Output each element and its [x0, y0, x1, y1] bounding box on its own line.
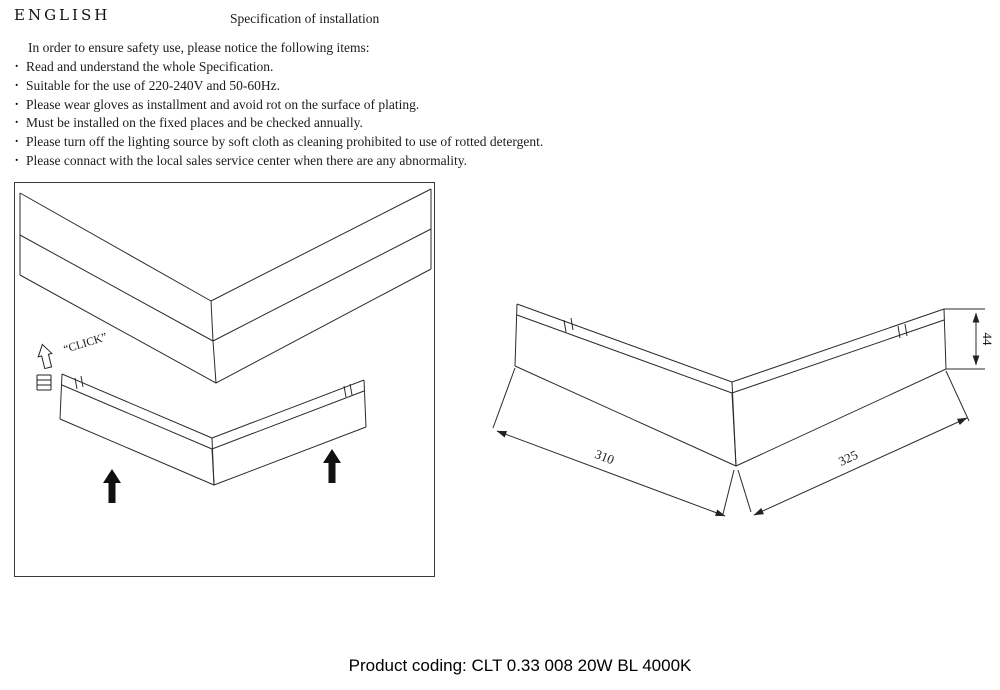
dim-height-label: 44 [980, 333, 995, 347]
dimension-44 [944, 308, 985, 370]
safety-instructions: In order to ensure safety use, please no… [14, 38, 654, 171]
language-label: ENGLISH [14, 6, 111, 24]
instruction-item: Must be installed on the fixed places an… [14, 110, 654, 133]
dimension-310 [492, 367, 735, 517]
corner-fixture-drawing [514, 303, 947, 467]
clip-spring-icon [36, 343, 53, 391]
product-coding: Product coding: CLT 0.33 008 20W BL 4000… [348, 656, 692, 675]
instruction-item: Read and understand the whole Specificat… [14, 54, 654, 77]
push-arrow-icon [323, 449, 341, 483]
instruction-item: Please wear gloves as installment and av… [14, 92, 654, 115]
instruction-item: Suitable for the use of 220-240V and 50-… [14, 73, 654, 96]
dimension-figure: 44 310 325 [478, 288, 1000, 543]
instruction-list: Read and understand the whole Specificat… [14, 54, 654, 171]
instruction-item: Please turn off the lighting source by s… [14, 129, 654, 152]
click-label: “CLICK” [62, 331, 108, 356]
corner-fixture-drawing [59, 373, 367, 486]
dim-left-label: 310 [593, 446, 617, 467]
instruction-item: Please connact with the local sales serv… [14, 148, 654, 171]
push-arrow-icon [103, 469, 121, 503]
dimension-325 [737, 370, 970, 516]
dim-right-label: 325 [836, 447, 860, 469]
installation-diagram-box: “CLICK” [14, 182, 435, 577]
dimension-diagram: 44 310 325 [492, 303, 995, 517]
instructions-intro: In order to ensure safety use, please no… [28, 40, 370, 55]
installation-diagram: “CLICK” [19, 188, 432, 503]
ceiling-panel-drawing [19, 188, 432, 384]
page-title: Specification of installation [230, 11, 380, 26]
